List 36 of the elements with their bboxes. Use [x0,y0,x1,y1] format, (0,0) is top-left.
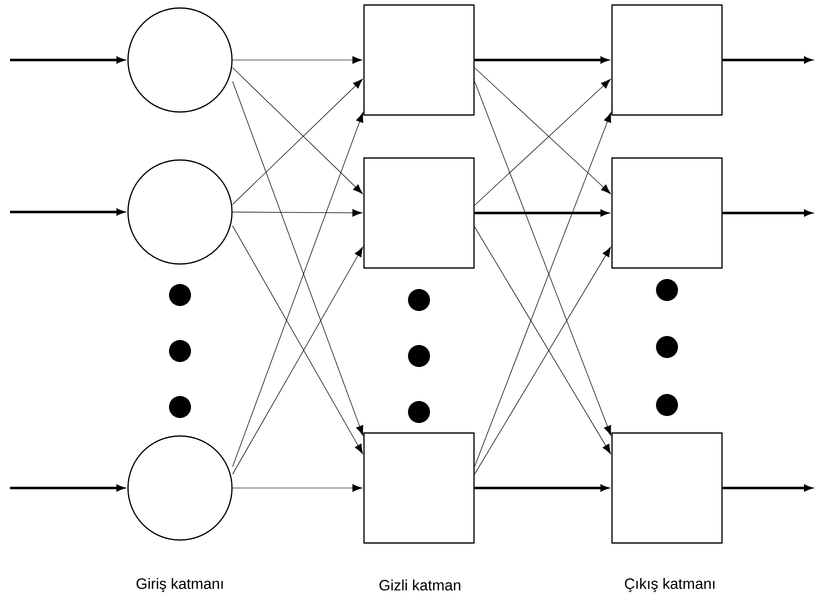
layer-label: Gizli katman [380,580,460,590]
arrow [474,78,611,206]
arrow [474,56,608,64]
arrow [232,246,364,474]
arrow [474,226,612,454]
neuron-circle [127,7,233,113]
arrow [232,209,362,217]
arrow [474,484,608,492]
layer-label: Giriş katmanı [136,578,223,592]
neuron-box [363,4,475,116]
neuron-box [363,432,475,544]
arrow [232,226,364,454]
arrow [232,112,364,467]
arrow [474,67,611,194]
neuron-box [611,4,723,116]
arrow [232,67,363,194]
arrow [474,112,612,467]
neuron-box [363,157,475,269]
arrow [232,484,362,492]
neuron-circle [127,435,233,541]
arrow [10,484,124,492]
arrow [10,56,124,64]
neuron-box [611,157,723,269]
arrow [474,210,608,216]
arrow [232,81,364,436]
arrow [722,56,812,64]
neuron-circle [127,159,233,265]
layer-label: Çıkış katmanı [624,578,714,592]
arrow [232,56,362,64]
arrow [722,484,812,492]
arrow [232,78,363,205]
arrow [722,210,812,216]
arrow [10,208,124,216]
neuron-box [611,432,723,544]
arrow [474,246,612,474]
arrow [474,81,612,436]
